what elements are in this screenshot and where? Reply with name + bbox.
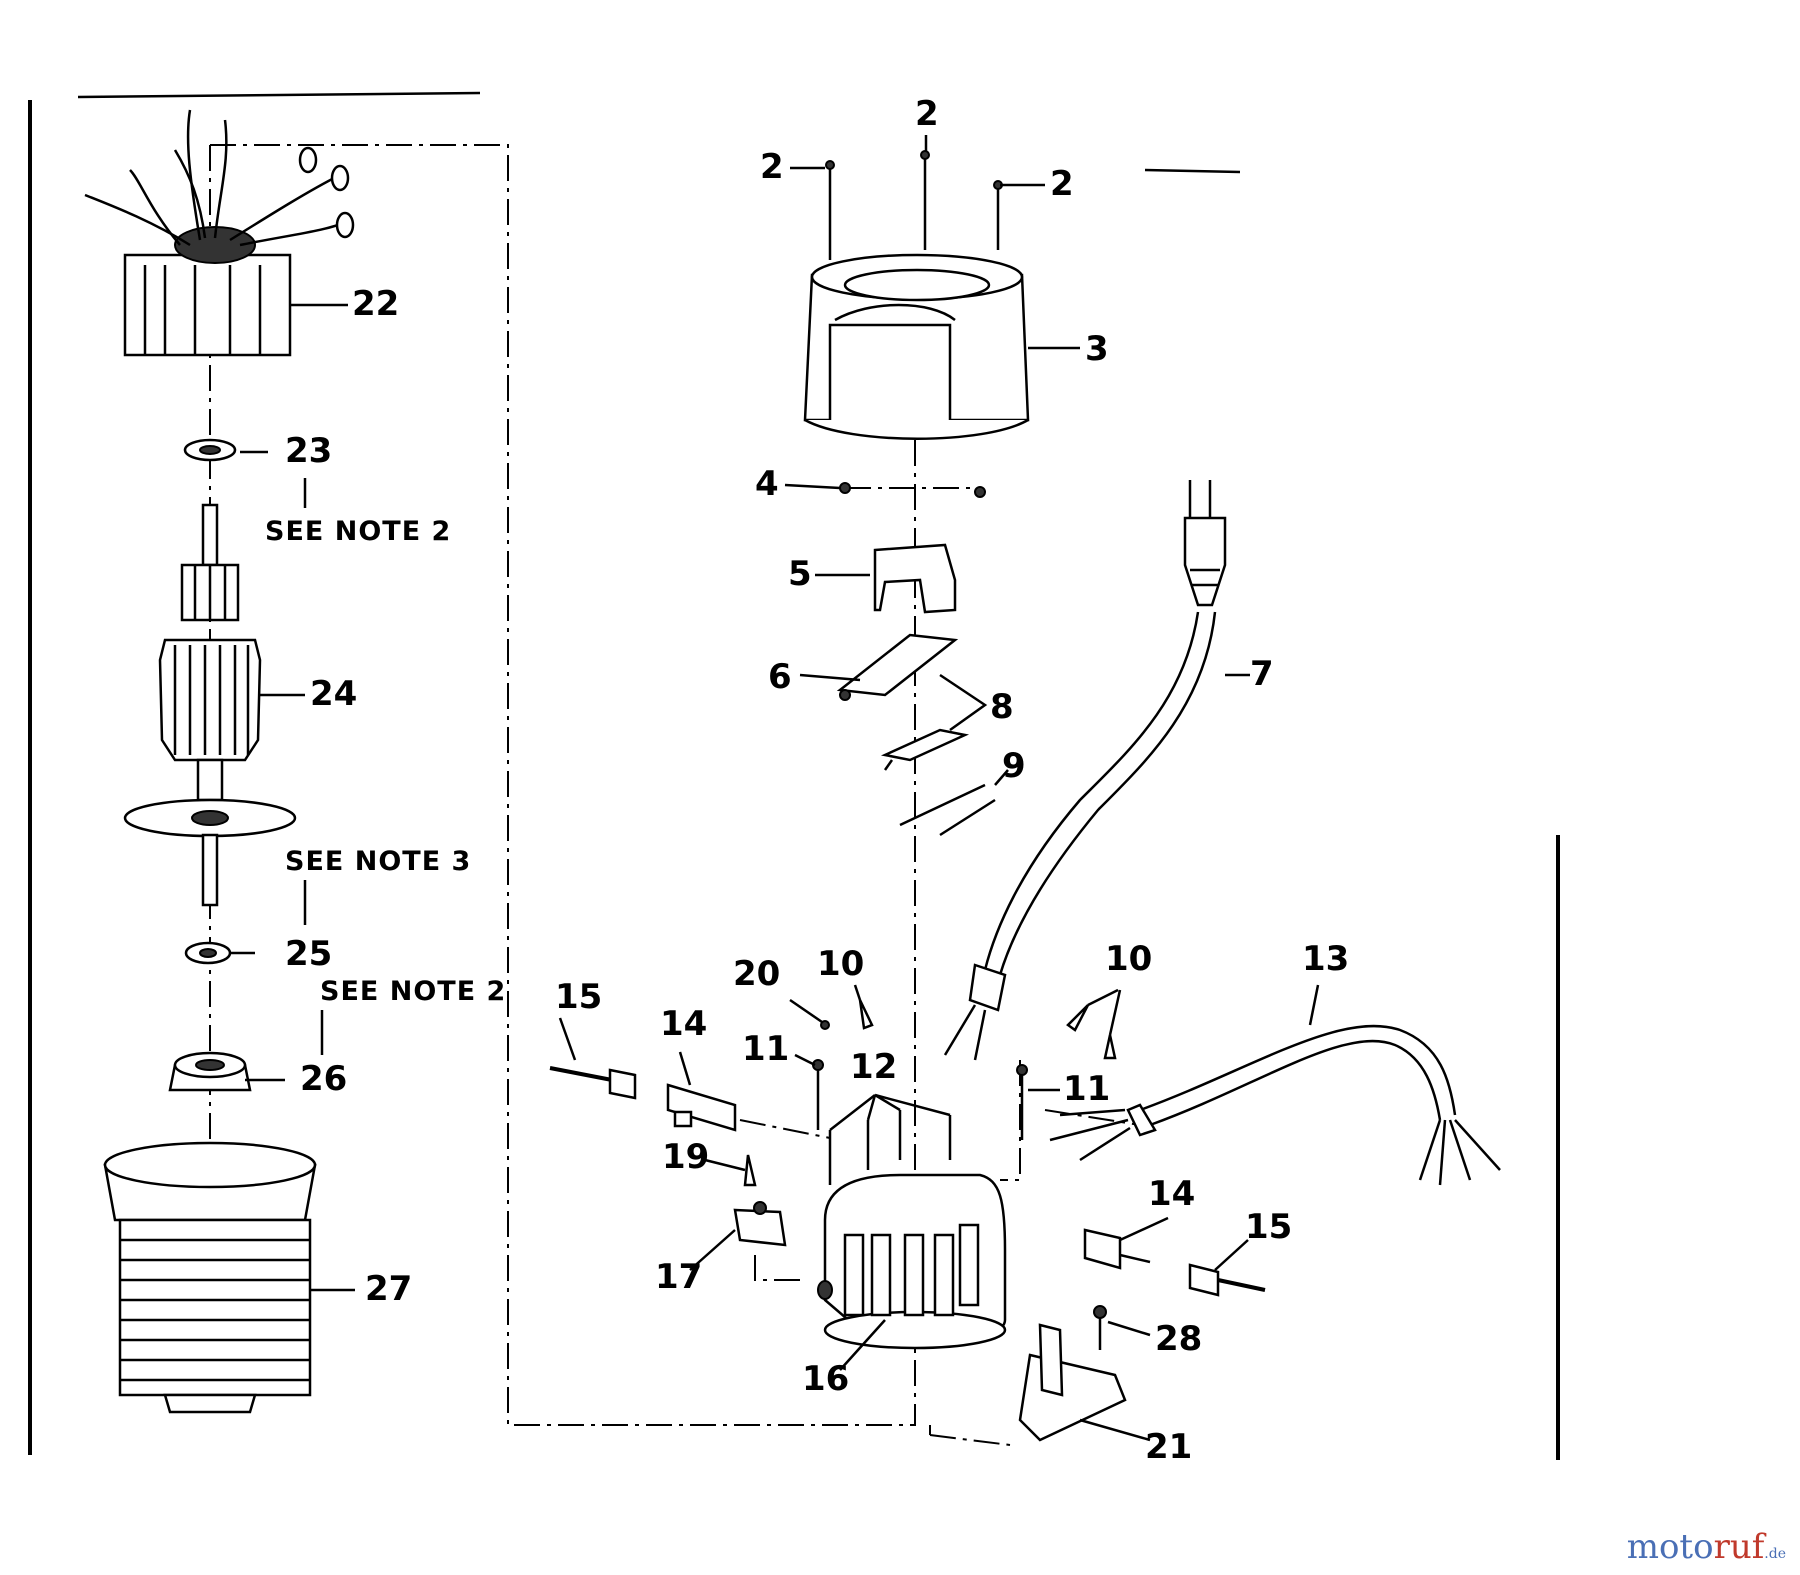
part-28-screw — [1093, 1305, 1107, 1350]
part-14-clamp-left — [666, 1083, 737, 1132]
part-10-20-connectors — [820, 999, 1117, 1060]
label-2-left: 2 — [760, 147, 784, 187]
label-16: 16 — [802, 1359, 849, 1399]
part-2-screws — [825, 150, 1003, 260]
part-25-washer — [184, 941, 232, 965]
label-9: 9 — [1002, 746, 1026, 786]
label-15-left: 15 — [555, 977, 602, 1017]
part-15-screw-left — [549, 1066, 637, 1100]
part-21-switch-bracket — [1018, 1323, 1127, 1442]
label-12: 12 — [850, 1047, 897, 1087]
part-8-contact-plates — [880, 728, 970, 771]
label-28: 28 — [1155, 1319, 1202, 1359]
label-25: 25 — [285, 934, 332, 974]
label-26: 26 — [300, 1059, 347, 1099]
frame-lines — [28, 91, 1560, 1460]
label-22: 22 — [352, 284, 399, 324]
label-24: 24 — [310, 674, 357, 714]
label-15-right: 15 — [1245, 1207, 1292, 1247]
label-2-top: 2 — [915, 94, 939, 134]
part-16-base — [817, 1173, 1007, 1350]
part-labels: 2 2 2 3 4 5 6 7 8 9 10 10 11 11 12 13 14… — [285, 94, 1349, 1467]
label-20: 20 — [733, 954, 780, 994]
label-2-right: 2 — [1050, 164, 1074, 204]
part-26-bearing — [168, 1051, 252, 1092]
label-10-right: 10 — [1105, 939, 1152, 979]
part-4-pins — [839, 482, 986, 498]
label-10-left: 10 — [817, 944, 864, 984]
part-23-washer — [183, 438, 237, 462]
label-21: 21 — [1145, 1427, 1192, 1467]
label-27: 27 — [365, 1269, 412, 1309]
note-23: SEE NOTE 2 — [265, 516, 451, 547]
label-7: 7 — [1250, 654, 1274, 694]
part-22-field-stator — [84, 109, 355, 357]
part-11-12-screws — [812, 1059, 1028, 1185]
label-3: 3 — [1085, 329, 1109, 369]
label-13: 13 — [1302, 939, 1349, 979]
part-6-switch-plate — [836, 633, 959, 701]
part-14-clamp-right — [1083, 1228, 1151, 1270]
part-9-spring — [899, 783, 996, 837]
note-25: SEE NOTE 3 — [285, 846, 471, 877]
part-13-lead — [1049, 1024, 1501, 1186]
label-14-left: 14 — [660, 1004, 707, 1044]
part-5-bracket — [873, 543, 957, 614]
label-14-right: 14 — [1148, 1174, 1195, 1214]
label-23: 23 — [285, 431, 332, 471]
label-4: 4 — [755, 464, 779, 504]
label-8: 8 — [990, 687, 1014, 727]
part-17-terminal-block — [733, 1201, 787, 1247]
part-27-housing — [103, 1141, 317, 1414]
notes: SEE NOTE 2 SEE NOTE 3 SEE NOTE 2 — [265, 516, 506, 1007]
label-17: 17 — [655, 1257, 702, 1297]
part-7-power-cord — [943, 480, 1227, 1061]
part-19-clip — [743, 1154, 757, 1187]
part-24-armature — [123, 503, 297, 907]
label-6: 6 — [768, 657, 792, 697]
leader-lines — [230, 135, 1320, 1442]
label-11-right: 11 — [1063, 1069, 1110, 1109]
note-26: SEE NOTE 2 — [320, 976, 506, 1007]
label-11-left: 11 — [742, 1029, 789, 1069]
part-15-screw-right — [1188, 1263, 1266, 1297]
label-5: 5 — [788, 554, 812, 594]
label-19: 19 — [662, 1137, 709, 1177]
site-watermark: motoruf.de — [1626, 1527, 1786, 1567]
part-3-motor-cover — [803, 253, 1030, 440]
